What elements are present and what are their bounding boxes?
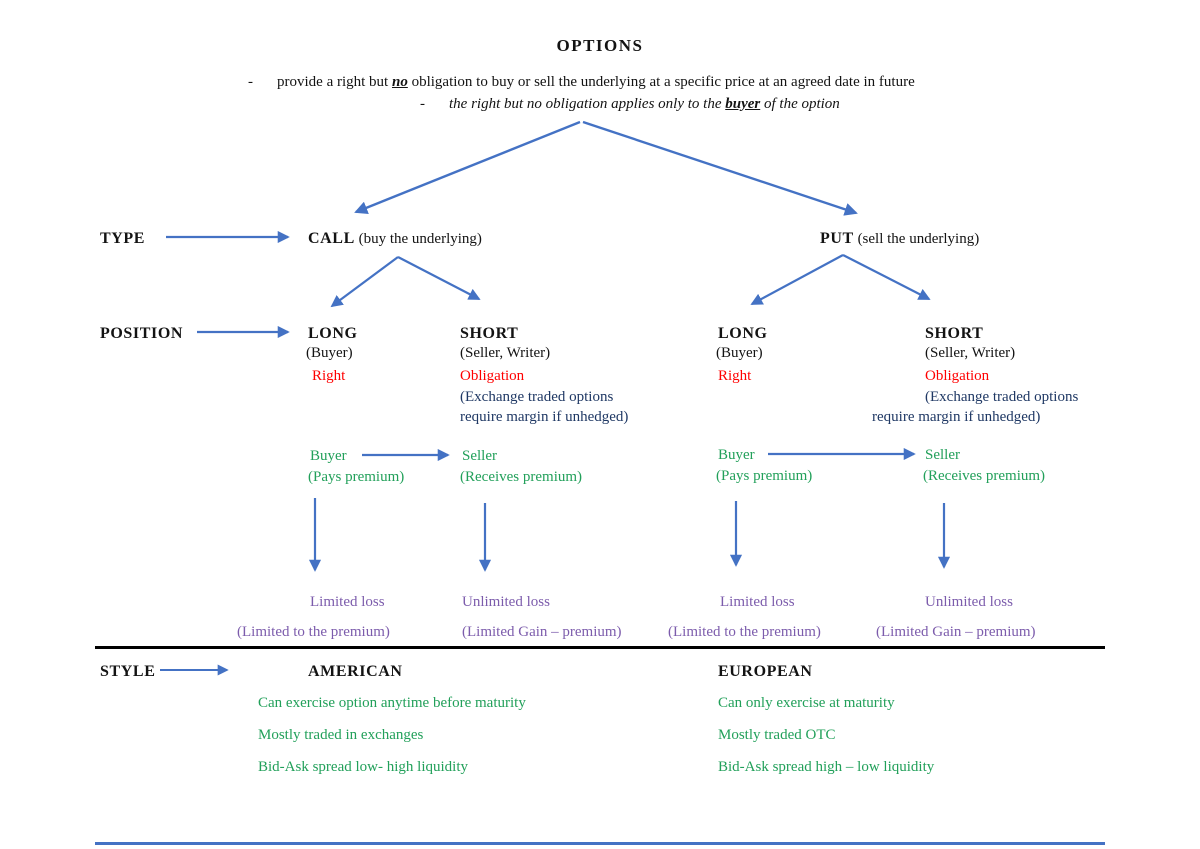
row-label-type: TYPE xyxy=(100,230,146,247)
bullet-dash: - xyxy=(420,96,425,112)
call-buyer-sub: (Pays premium) xyxy=(308,469,405,485)
put-long-nature: Right xyxy=(718,368,752,384)
european-title: EUROPEAN xyxy=(718,663,813,680)
call-long-nature: Right xyxy=(312,368,346,384)
put-short-sub: (Seller, Writer) xyxy=(925,345,1016,361)
european-item: Mostly traded OTC xyxy=(718,727,836,743)
call-title: CALL xyxy=(308,230,355,247)
put-long-sub: (Buyer) xyxy=(716,345,763,361)
call-short-note-line2: require margin if unhedged) xyxy=(460,409,629,425)
american-item: Bid-Ask spread low- high liquidity xyxy=(258,759,468,775)
call-long-loss-note: (Limited to the premium) xyxy=(237,624,390,640)
put-seller-sub: (Receives premium) xyxy=(923,468,1046,484)
intro-line1-post: obligation to buy or sell the underlying… xyxy=(407,74,915,90)
call-seller-label: Seller xyxy=(462,448,497,464)
call-long-sub: (Buyer) xyxy=(306,345,353,361)
call-short-title: SHORT xyxy=(460,325,519,342)
call-short-nature: Obligation xyxy=(460,368,525,384)
intro-bullet-2: - the right but no obligation applies onl… xyxy=(420,95,840,113)
put-long-loss: Limited loss xyxy=(720,594,795,610)
put-seller-label: Seller xyxy=(925,447,960,463)
american-item: Can exercise option anytime before matur… xyxy=(258,695,526,711)
put-buyer-label: Buyer xyxy=(718,447,755,463)
call-seller-sub: (Receives premium) xyxy=(460,469,583,485)
page-title: OPTIONS xyxy=(556,36,644,55)
american-title: AMERICAN xyxy=(308,663,403,680)
put-node: PUT (sell the underlying) xyxy=(820,229,979,248)
put-short-loss: Unlimited loss xyxy=(925,594,1013,610)
call-buyer-label: Buyer xyxy=(310,448,347,464)
intro-line2-emph: buyer xyxy=(725,96,761,112)
arrow-put-to-short xyxy=(842,254,931,300)
call-short-loss: Unlimited loss xyxy=(462,594,550,610)
european-item: Bid-Ask spread high – low liquidity xyxy=(718,759,935,775)
call-short-note-line1: (Exchange traded options xyxy=(460,389,614,405)
arrow-call-to-long xyxy=(330,256,399,308)
put-short-title: SHORT xyxy=(925,325,984,342)
call-long-loss: Limited loss xyxy=(310,594,385,610)
row-label-position: POSITION xyxy=(100,325,184,342)
call-short-sub: (Seller, Writer) xyxy=(460,345,551,361)
row-label-style: STYLE xyxy=(100,663,156,680)
intro-line2-post: of the option xyxy=(760,96,840,112)
arrow-call-to-short xyxy=(397,256,481,300)
call-node: CALL (buy the underlying) xyxy=(308,229,482,248)
american-item: Mostly traded in exchanges xyxy=(258,727,424,743)
put-desc: (sell the underlying) xyxy=(857,231,980,247)
put-title: PUT xyxy=(820,230,854,247)
put-short-note-line1: (Exchange traded options xyxy=(925,389,1079,405)
intro-line1-emph: no xyxy=(391,74,408,90)
put-buyer-sub: (Pays premium) xyxy=(716,468,813,484)
intro-bullet-1: - provide a right but no obligation to bu… xyxy=(248,73,915,91)
call-long-title: LONG xyxy=(308,325,358,342)
arrow-options-to-call xyxy=(354,120,581,214)
intro-line2-pre: the right but no obligation applies only… xyxy=(449,96,726,112)
put-short-nature: Obligation xyxy=(925,368,990,384)
put-short-loss-note: (Limited Gain – premium) xyxy=(876,624,1036,640)
bullet-dash: - xyxy=(248,74,253,90)
call-short-loss-note: (Limited Gain – premium) xyxy=(462,624,622,640)
european-item: Can only exercise at maturity xyxy=(718,695,895,711)
put-long-title: LONG xyxy=(718,325,768,342)
arrow-put-to-long xyxy=(750,254,844,305)
call-desc: (buy the underlying) xyxy=(358,231,482,247)
put-long-loss-note: (Limited to the premium) xyxy=(668,624,821,640)
arrow-options-to-put xyxy=(582,120,858,216)
section-divider-line xyxy=(95,646,1105,649)
put-short-note-line2: require margin if unhedged) xyxy=(872,409,1041,425)
bottom-rule xyxy=(95,842,1105,845)
intro-line1-pre: provide a right but xyxy=(277,74,392,90)
